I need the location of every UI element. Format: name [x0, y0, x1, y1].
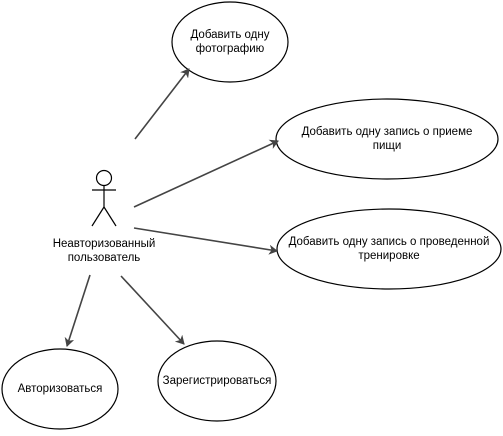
arrow-to-add-meal [133, 139, 279, 208]
actor-label-line2: пользователь [67, 252, 141, 264]
use-case-add-photo-ellipse[interactable] [171, 1, 289, 83]
use-case-register-ellipse[interactable] [157, 340, 277, 422]
actor-label: Неавторизованный пользователь [44, 237, 164, 265]
actor-label-line1: Неавторизованный [52, 238, 156, 250]
arrow-to-authorize [64, 274, 91, 347]
arrow-to-register [120, 275, 185, 345]
use-case-add-meal-ellipse[interactable] [275, 98, 499, 180]
use-case-add-workout-ellipse[interactable] [276, 208, 502, 290]
arrow-to-add-photo [134, 68, 190, 140]
use-case-authorize-ellipse[interactable] [1, 348, 119, 430]
stick-figure-icon[interactable] [91, 169, 117, 227]
arrow-to-add-workout [133, 227, 278, 255]
